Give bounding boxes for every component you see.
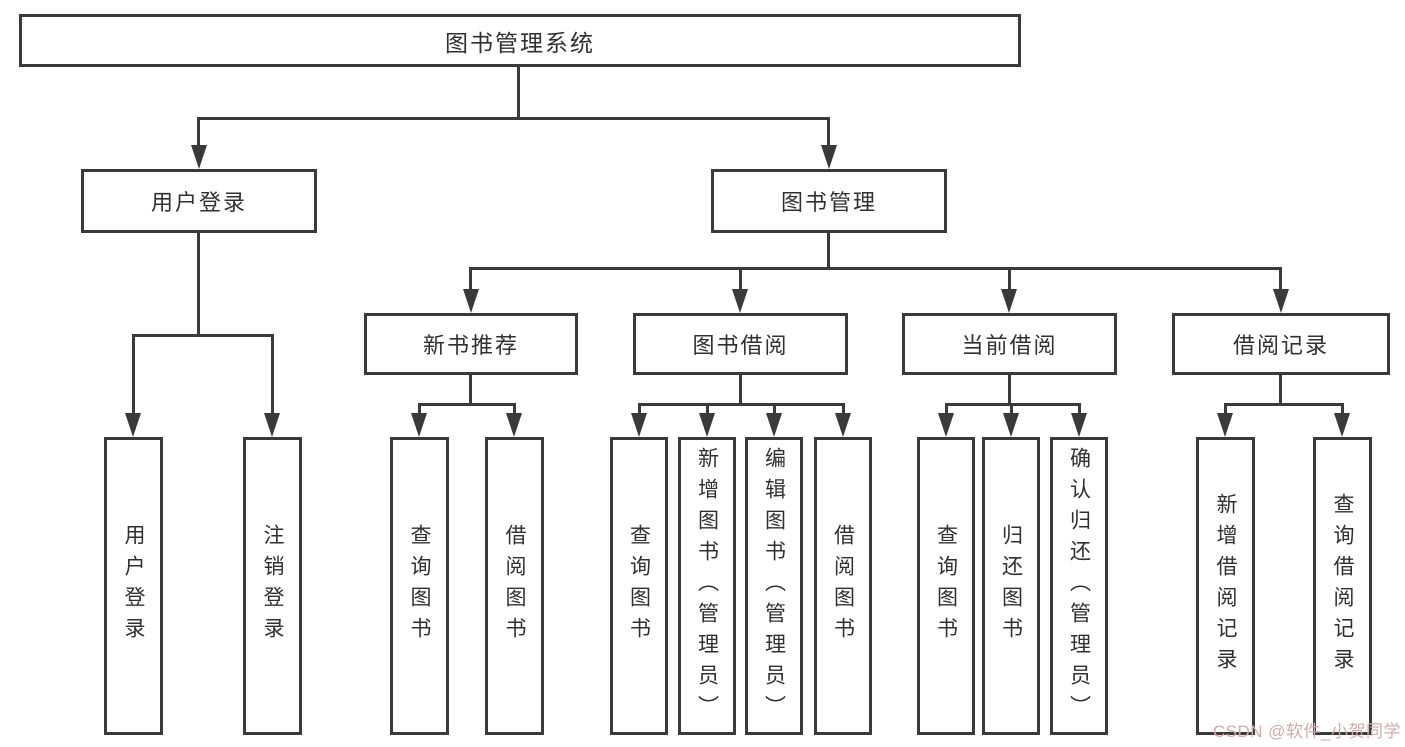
node-user-login: 用户登录 <box>81 169 317 233</box>
connector-drop <box>132 337 135 413</box>
node-label: 当前借阅 <box>961 333 1058 358</box>
connector-drop <box>197 120 200 146</box>
connector-group-branch <box>418 403 516 406</box>
leaf-query-books-borrow: 查询图书 <box>610 437 668 735</box>
node-label: 图书管理系统 <box>445 29 595 56</box>
connector-drop <box>945 406 948 414</box>
connector-group-stem <box>1008 375 1011 406</box>
leaf-borrow-books-recommend: 借阅图书 <box>485 437 544 735</box>
connector-root-branch <box>197 117 830 120</box>
connector-drop <box>827 120 830 146</box>
node-label: 图书借阅 <box>692 333 789 358</box>
leaf-edit-book-admin: 编辑图书（管理员） <box>745 437 803 735</box>
connector-drop <box>842 406 845 414</box>
connector-group-stem <box>739 375 742 406</box>
arrowhead <box>1001 289 1017 313</box>
connector-drop <box>1010 406 1013 414</box>
node-label: 用户登录 <box>122 524 145 648</box>
arrowhead <box>631 413 647 437</box>
node-label: 查询图书 <box>934 524 958 648</box>
arrowhead <box>1217 413 1233 437</box>
node-label: 注销登录 <box>261 524 284 648</box>
connector-drop <box>418 406 421 414</box>
arrowhead <box>699 413 715 437</box>
node-label: 查询借阅记录 <box>1331 493 1354 679</box>
connector-drop <box>1008 270 1011 290</box>
csdn-watermark: CSDN @软件_小贺同学 <box>1212 722 1401 741</box>
leaf-user-login: 用户登录 <box>104 437 163 735</box>
node-label: 编辑图书（管理员） <box>762 446 786 726</box>
connector-group-branch <box>945 403 1081 406</box>
connector-drop <box>1341 406 1344 414</box>
arrowhead <box>766 413 782 437</box>
connector-drop <box>513 406 516 414</box>
arrowhead <box>1003 413 1019 437</box>
connector-group-stem <box>1279 375 1282 406</box>
arrowhead <box>125 413 141 437</box>
connector-drop <box>739 270 742 290</box>
node-label: 借阅记录 <box>1232 333 1329 358</box>
arrowhead <box>411 413 427 437</box>
leaf-return-books: 归还图书 <box>982 437 1040 735</box>
node-current-borrowing: 当前借阅 <box>902 313 1117 375</box>
node-label: 新书推荐 <box>422 333 519 358</box>
arrowhead <box>732 289 748 313</box>
leaf-borrow-books: 借阅图书 <box>814 437 872 735</box>
connector-bookmgmt-stem <box>827 233 830 270</box>
leaf-query-borrow-record: 查询借阅记录 <box>1313 437 1372 735</box>
leaf-query-books-recommend: 查询图书 <box>390 437 449 735</box>
connector-drop <box>271 337 274 413</box>
leaf-confirm-return-admin: 确认归还（管理员） <box>1050 437 1108 735</box>
connector-userlogin-stem <box>197 233 200 337</box>
connector-level3-branch <box>469 267 1282 270</box>
arrowhead <box>1273 289 1289 313</box>
leaf-add-book-admin: 新增图书（管理员） <box>678 437 736 735</box>
node-label: 归还图书 <box>999 524 1023 648</box>
arrowhead <box>835 413 851 437</box>
node-label: 借阅图书 <box>831 524 855 648</box>
node-label: 新增图书（管理员） <box>695 446 719 726</box>
connector-drop <box>638 406 641 414</box>
connector-drop <box>1224 406 1227 414</box>
node-label: 新增借阅记录 <box>1214 493 1237 679</box>
node-label: 查询图书 <box>627 524 651 648</box>
node-new-book-recommendation: 新书推荐 <box>364 313 578 375</box>
connector-group-branch <box>1224 403 1344 406</box>
leaf-add-borrow-record: 新增借阅记录 <box>1196 437 1255 735</box>
arrowhead <box>506 413 522 437</box>
connector-root-stem <box>517 67 520 120</box>
arrowhead <box>191 145 207 169</box>
arrowhead <box>1334 413 1350 437</box>
arrowhead <box>938 413 954 437</box>
arrowhead <box>821 145 837 169</box>
connector-drop <box>469 270 472 290</box>
connector-drop <box>706 406 709 414</box>
node-library-system: 图书管理系统 <box>19 14 1021 67</box>
connector-drop <box>773 406 776 414</box>
node-label: 借阅图书 <box>503 524 526 648</box>
node-book-management: 图书管理 <box>711 169 947 233</box>
arrowhead <box>1071 413 1087 437</box>
connector-drop <box>1078 406 1081 414</box>
leaf-query-books-current: 查询图书 <box>917 437 975 735</box>
connector-group-stem <box>469 375 472 406</box>
connector-userlogin-branch <box>132 334 274 337</box>
leaf-logout: 注销登录 <box>243 437 302 735</box>
node-label: 查询图书 <box>408 524 431 648</box>
node-borrowing-records: 借阅记录 <box>1172 313 1390 375</box>
connector-group-branch <box>638 403 845 406</box>
arrowhead <box>463 289 479 313</box>
arrowhead <box>264 413 280 437</box>
connector-drop <box>1279 270 1282 290</box>
node-book-borrowing: 图书借阅 <box>633 313 848 375</box>
node-label: 确认归还（管理员） <box>1067 446 1091 726</box>
node-label: 用户登录 <box>150 190 247 215</box>
node-label: 图书管理 <box>780 190 877 215</box>
